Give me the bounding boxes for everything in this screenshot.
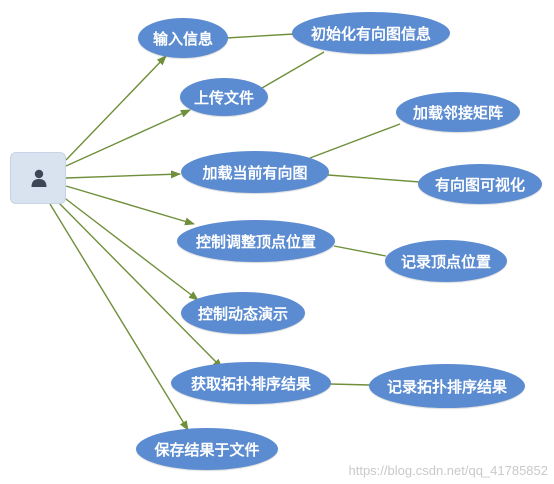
actor-box [10,152,66,204]
use-case-get-topo-result: 获取拓扑排序结果 [171,362,331,404]
link-topo-record [329,383,371,386]
link-load-adjmatrix [309,123,401,159]
arrow-to-adjust-vertex [65,185,195,226]
use-case-adjust-vertex: 控制调整顶点位置 [177,220,335,262]
use-case-save-result: 保存结果于文件 [136,428,278,470]
link-load-visualize [327,174,421,183]
use-case-upload-file: 上传文件 [180,78,268,116]
arrow-to-load-digraph [65,170,181,179]
link-upload-init [261,51,325,89]
arrow-to-input-info [65,55,167,161]
use-case-load-digraph: 加载当前有向图 [181,151,329,193]
arrow-to-upload-file [65,109,191,167]
link-input-init [225,33,295,39]
arrow-to-dynamic-demo [61,195,199,301]
arrow-to-save-result [49,203,189,431]
link-adjust-record [333,245,387,257]
use-case-record-vertex: 记录顶点位置 [385,240,507,282]
use-case-init-digraph-info: 初始化有向图信息 [292,12,450,54]
use-case-input-info: 输入信息 [138,18,228,58]
person-icon [31,169,47,187]
use-case-record-topo-result: 记录拓扑排序结果 [369,364,525,408]
use-case-load-adj-matrix: 加载邻接矩阵 [396,92,520,132]
use-case-visualize-digraph: 有向图可视化 [418,164,542,204]
watermark-text: https://blog.csdn.net/qq_41785852 [348,463,549,478]
use-case-dynamic-demo: 控制动态演示 [181,292,305,334]
arrow-to-topo-result [57,201,223,369]
